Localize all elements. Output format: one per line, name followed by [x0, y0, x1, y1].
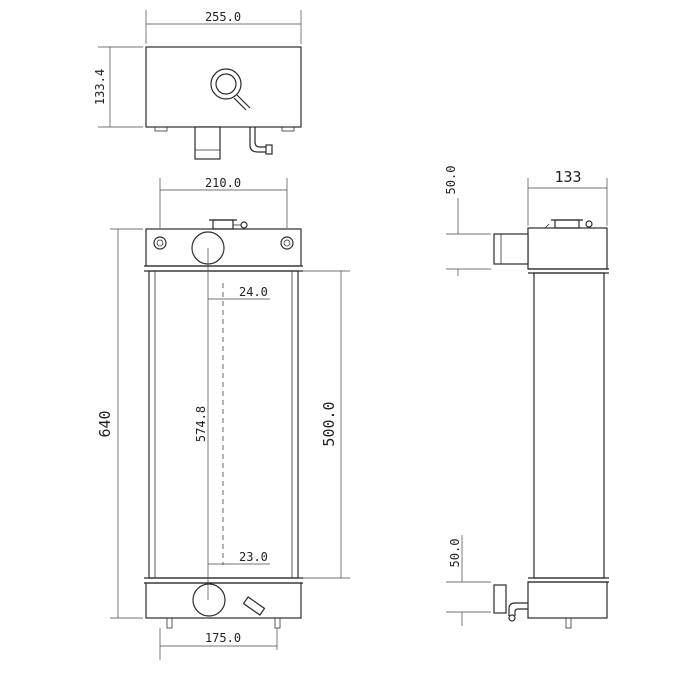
dim-top-width: 255.0	[205, 10, 241, 24]
mount-hole-left-icon	[153, 236, 167, 250]
drain-elbow-top	[249, 127, 268, 153]
filler-cap-front	[212, 219, 234, 230]
mount-pin-right	[274, 617, 281, 629]
mount-pin-left	[166, 617, 173, 629]
top-tank-outline	[145, 46, 302, 128]
radiator-core	[148, 270, 299, 579]
dim-pipe-span: 574.8	[194, 406, 208, 442]
lower-pipe-icon	[192, 583, 226, 617]
top-mount-left	[154, 126, 168, 132]
mount-hole-right-icon	[280, 236, 294, 250]
side-view: 133 50.0 50.0	[444, 166, 609, 629]
drain-plug-icon	[242, 596, 266, 616]
dim-lower-offset: 23.0	[239, 550, 268, 564]
drain-elbow-side	[508, 602, 528, 616]
dim-side-top-offset: 50.0	[444, 166, 458, 195]
dim-top-height: 133.4	[93, 69, 107, 105]
dim-side-depth: 133	[554, 168, 581, 186]
bottom-tank-side	[527, 581, 608, 619]
dim-core-height: 500.0	[320, 401, 338, 446]
filler-cap-inner-icon	[215, 73, 237, 95]
core-side	[533, 272, 605, 579]
top-mount-right	[281, 126, 295, 132]
filler-cap-icon	[210, 68, 242, 100]
dim-front-core-width: 210.0	[205, 176, 241, 190]
top-outlet-pipe	[194, 126, 221, 160]
top-view: 255.0 133.4	[93, 10, 302, 160]
dim-overall-height: 640	[96, 410, 114, 437]
filler-cap-side	[554, 219, 580, 229]
overflow-tube-top	[236, 94, 251, 109]
front-view: 210.0 574.8 24.0	[96, 176, 350, 660]
dim-bottom-width: 175.0	[205, 631, 241, 645]
dim-upper-offset: 24.0	[239, 285, 268, 299]
bottom-tank-front	[145, 582, 302, 619]
inlet-pipe-side	[493, 233, 529, 265]
top-tank-side	[527, 227, 608, 270]
dim-side-bottom-offset: 50.0	[448, 539, 462, 568]
outlet-pipe-side	[493, 584, 507, 614]
